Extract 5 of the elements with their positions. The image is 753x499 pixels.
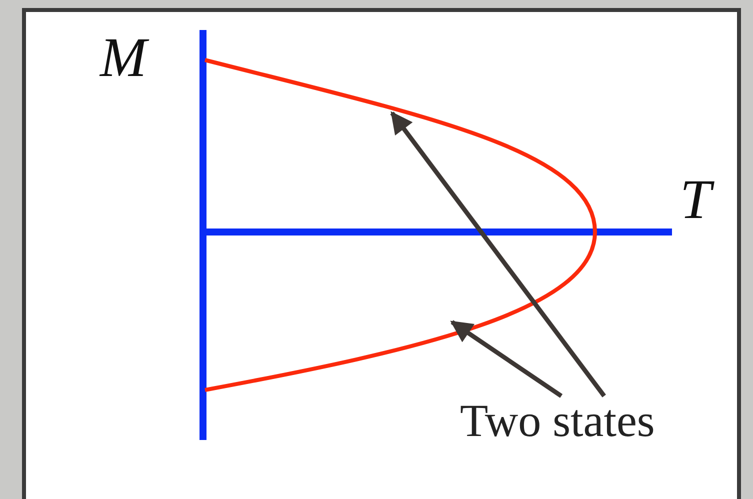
- annotation-text: Two states: [460, 398, 655, 444]
- leader-arrow: [450, 320, 563, 398]
- leader-arrow: [390, 111, 606, 398]
- curve: [204, 58, 597, 392]
- axis-label: M: [100, 30, 147, 86]
